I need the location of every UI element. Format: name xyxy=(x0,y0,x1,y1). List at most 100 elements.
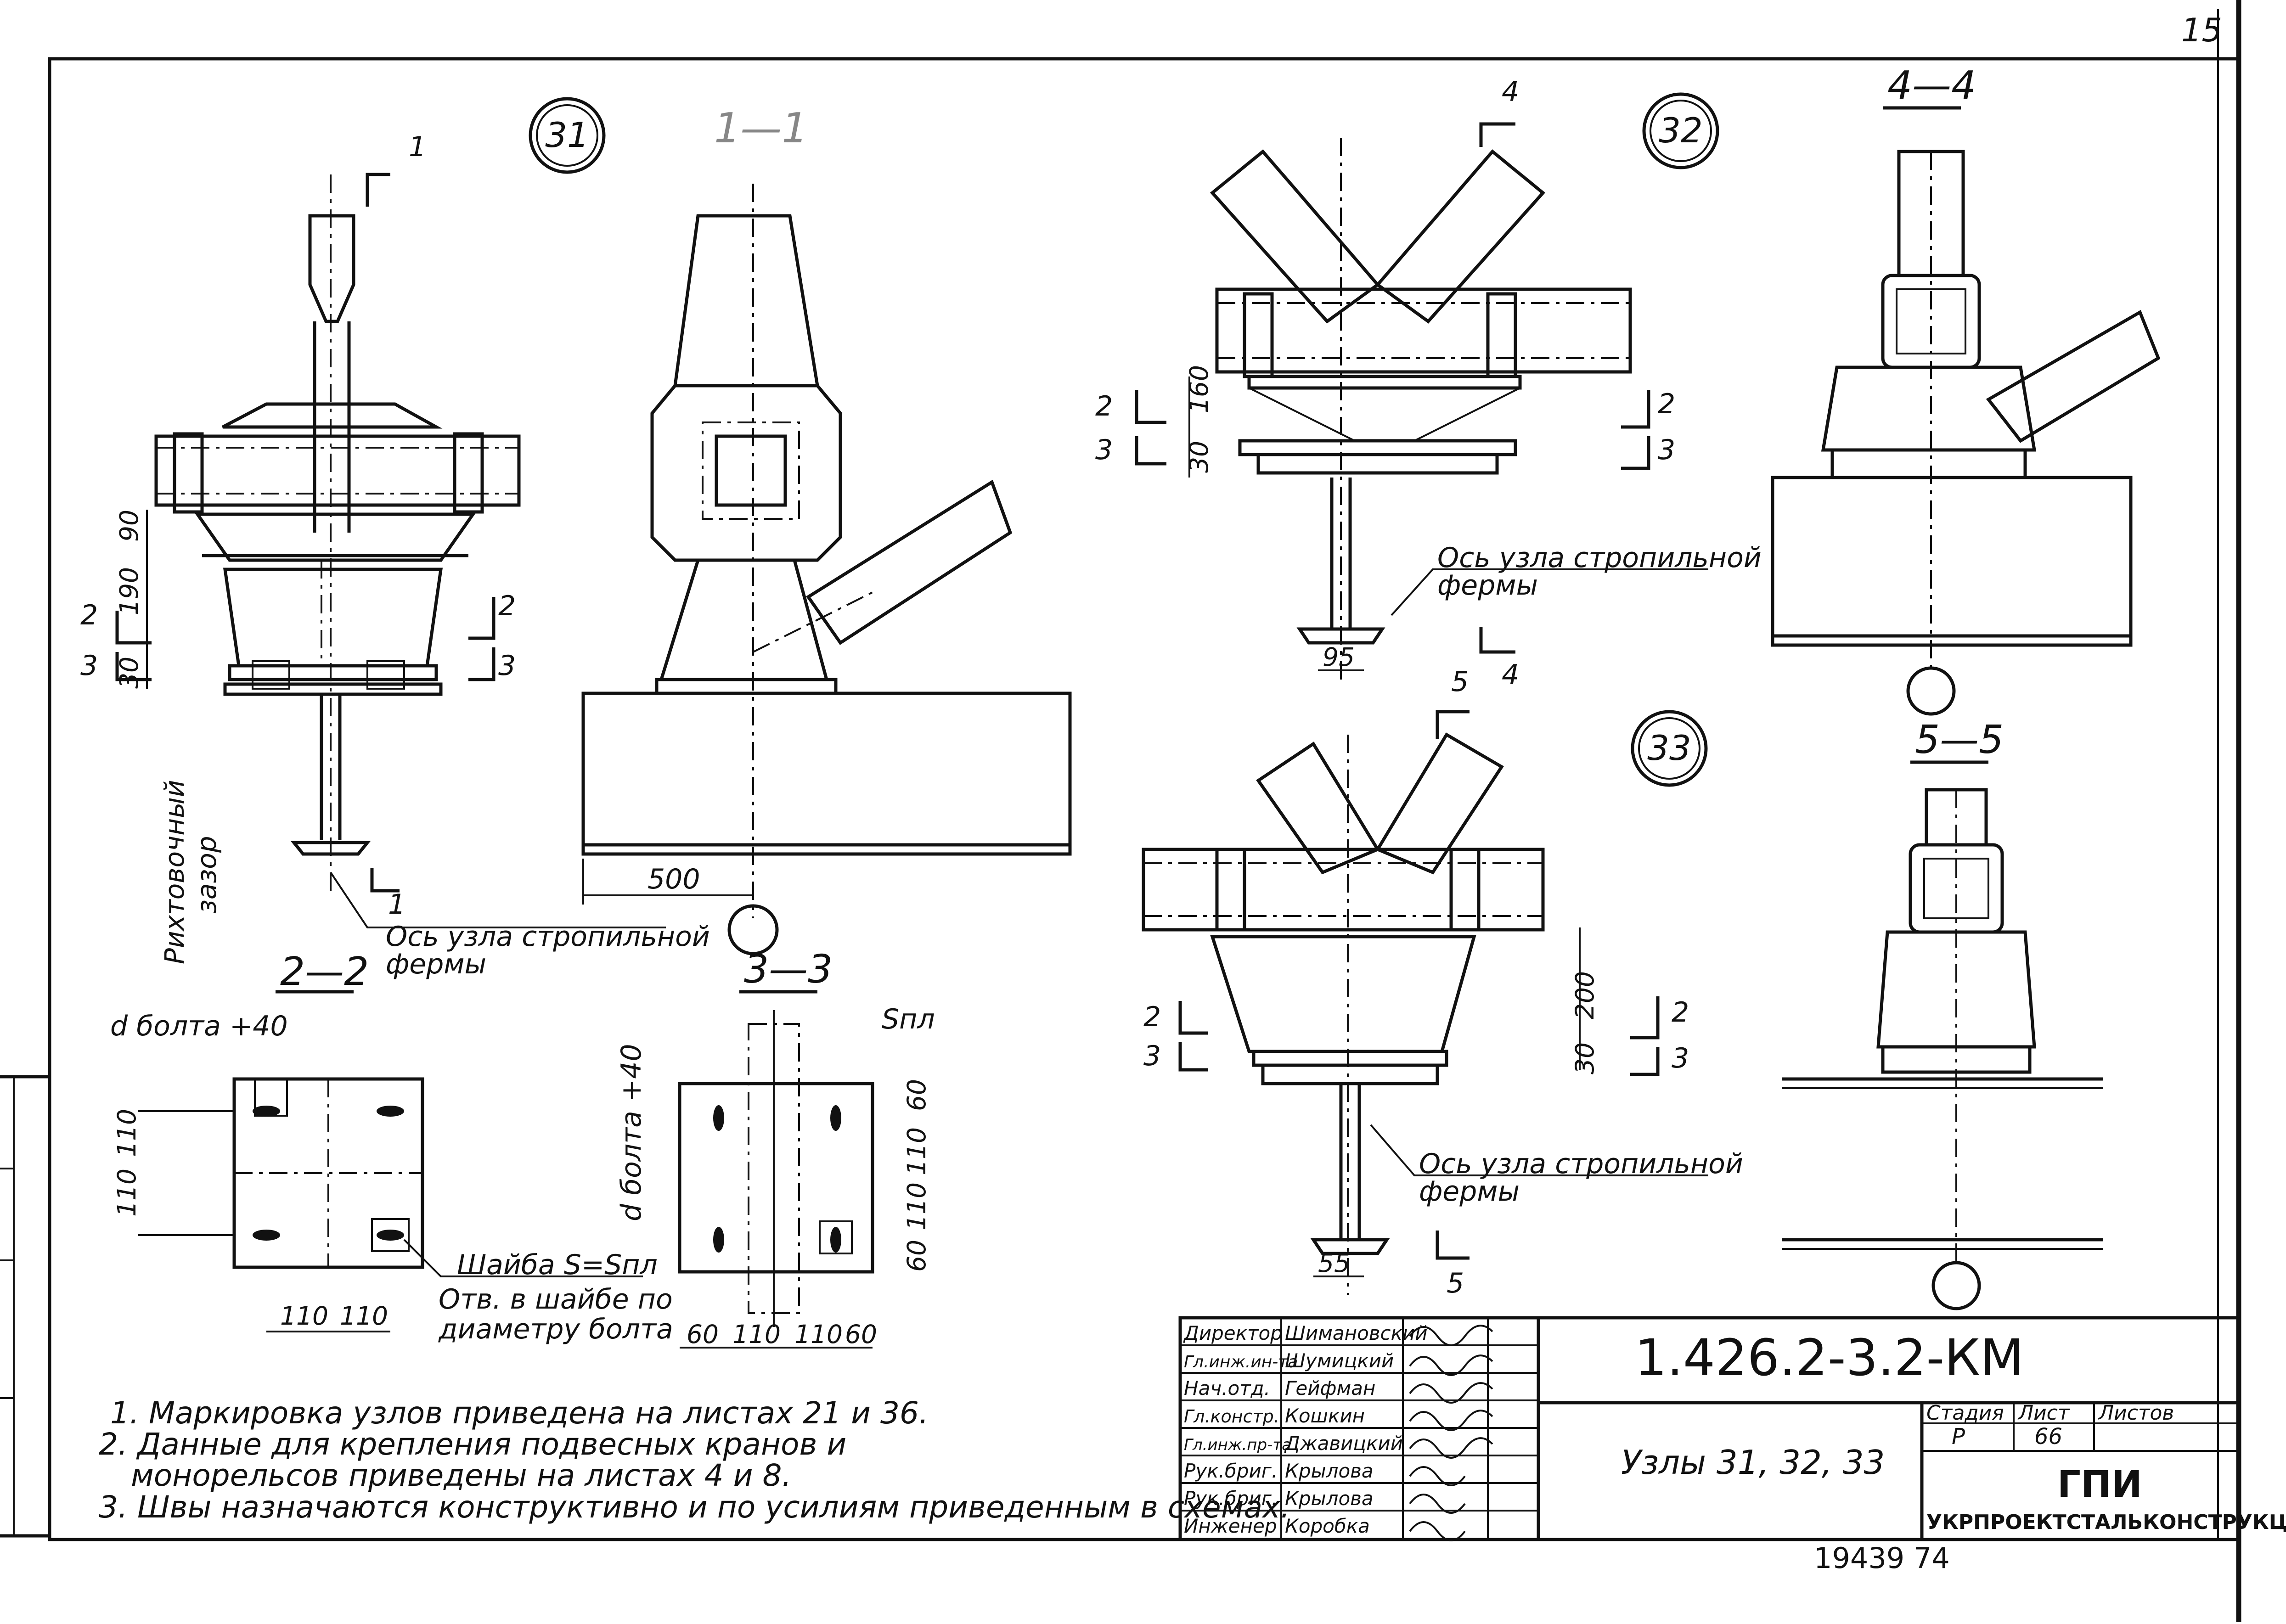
cut-mark-5-top: 5 xyxy=(1451,666,1469,698)
node-31-elevation: 1 1 90 190 30 2 3 2 3 Рихтовочный зазор … xyxy=(80,131,710,980)
cut-mark-3-right: 3 xyxy=(498,650,516,682)
section-2-2-label: 2—2 xyxy=(280,949,369,995)
axis-note-32-line1: Ось узла стропильной xyxy=(1437,542,1762,574)
dim-110-33-d: 110 xyxy=(794,1320,843,1349)
section-4-4-label: 4—4 xyxy=(1887,63,1976,108)
cut-mark-2-right: 2 xyxy=(498,590,516,622)
stamp-role-2: Гл.инж.ин-та xyxy=(1184,1353,1298,1371)
stamp-role-8: Инженер xyxy=(1184,1515,1277,1537)
node-31-marker: 31 xyxy=(529,97,606,174)
node-31-side-view: 500 xyxy=(581,184,1072,955)
washer-label-line1: Шайба S=Sпл xyxy=(457,1249,658,1281)
dim-200: 200 xyxy=(1570,971,1599,1019)
cut-mark-1-top: 1 xyxy=(409,131,426,163)
plate-label: Sпл xyxy=(882,1003,935,1035)
stamp-role-6: Рук.бриг. xyxy=(1184,1460,1278,1482)
axis-note-31-line2: фермы xyxy=(386,948,486,980)
dim-60-33-a: 60 xyxy=(902,1079,931,1111)
axis-note-33-line2: фермы xyxy=(1419,1175,1520,1208)
notes: 1. Маркировка узлов приведена на листах … xyxy=(99,1395,1290,1525)
signature-marks xyxy=(1409,1325,1493,1541)
stamp-col-sheet: Лист xyxy=(2017,1401,2070,1425)
stamp-role-7: Рук.бриг. xyxy=(1184,1487,1278,1510)
stamp-name-2: Шумицкий xyxy=(1285,1349,1394,1372)
section-4-4: 4—4 xyxy=(1771,63,2161,716)
doc-number: 1.426.2-3.2-КМ xyxy=(1635,1328,2024,1387)
stamp-col-sheets: Листов xyxy=(2098,1401,2174,1425)
cut-mark-1-bottom: 1 xyxy=(388,888,405,921)
stamp-name-8: Коробка xyxy=(1285,1515,1370,1537)
gap-label-line1: Рихтовочный xyxy=(159,780,190,964)
stamp-role-1: Директор xyxy=(1183,1322,1283,1344)
dim-90: 90 xyxy=(114,510,144,542)
axis-note-33-line1: Ось узла стропильной xyxy=(1419,1148,1743,1180)
node-32: 32 4 4 160 30 2 3 2 3 95 Ось узла стропи xyxy=(1095,76,1762,691)
cut-mark-3-33-left: 3 xyxy=(1143,1040,1161,1072)
dim-190: 190 xyxy=(114,567,144,615)
dim-30-33: 30 xyxy=(1570,1042,1599,1074)
cut-mark-2-33-right: 2 xyxy=(1672,996,1689,1028)
dim-30: 30 xyxy=(114,657,144,689)
section-5-5: 5—5 xyxy=(1782,717,2103,1310)
org-short: ГПИ xyxy=(2057,1463,2142,1506)
stamp-name-7: Крылова xyxy=(1285,1487,1374,1510)
section-2-2: 2—2 d болта +40 110 110 110 110 Шайба S=… xyxy=(110,949,673,1345)
corner-page-number: 15 xyxy=(2181,11,2222,49)
stamp-role-4: Гл.констр. xyxy=(1184,1406,1279,1427)
dim-60-33-c: 60 xyxy=(687,1320,719,1349)
dim-60-33-d: 60 xyxy=(845,1320,877,1349)
cut-mark-4-bottom: 4 xyxy=(1502,659,1519,691)
washer-label-line2: Отв. в шайбе по xyxy=(439,1283,673,1315)
dim-60-33-b: 60 xyxy=(902,1240,931,1272)
dim-55: 55 xyxy=(1318,1248,1350,1278)
cut-mark-2-32-right: 2 xyxy=(1658,388,1675,420)
section-5-5-label: 5—5 xyxy=(1915,717,2004,763)
cut-mark-3-33-right: 3 xyxy=(1672,1042,1689,1074)
axis-note-31-line1: Ось узла стропильной xyxy=(386,921,710,953)
note-3: 3. Швы назначаются конструктивно и по ус… xyxy=(99,1489,1290,1525)
node-32-label: 32 xyxy=(1659,110,1702,151)
node-33: 33 5 5 200 30 2 3 2 3 55 Ось узла стропи… xyxy=(1142,666,1743,1299)
cut-mark-2-33-left: 2 xyxy=(1143,1001,1161,1033)
node-31-label: 31 xyxy=(545,115,589,155)
title-block: Директор Шимановский Гл.инж.ин-та Шумицк… xyxy=(1178,1316,2286,1575)
dim-500: 500 xyxy=(648,863,700,895)
drawing-title: Узлы 31, 32, 33 xyxy=(1621,1443,1885,1482)
org-full: УКРПРОЕКТСТАЛЬКОНСТРУКЦИЯ xyxy=(1926,1511,2286,1534)
washer-label-line3: диаметру болта xyxy=(438,1313,673,1345)
stamp-name-1: Шимановский xyxy=(1285,1322,1428,1344)
dim-110-22-a: 110 xyxy=(112,1109,141,1157)
cut-mark-2-32-left: 2 xyxy=(1095,390,1113,422)
stamp-name-4: Кошкин xyxy=(1285,1405,1365,1427)
stamp-role-5: Гл.инж.пр-та xyxy=(1184,1436,1291,1454)
cut-mark-3-left: 3 xyxy=(80,650,98,682)
bolt-d40-label-33: d болта +40 xyxy=(615,1044,648,1221)
section-3-3-label: 3—3 xyxy=(744,947,833,992)
dim-110-33-a: 110 xyxy=(902,1127,931,1175)
cut-mark-5-bottom: 5 xyxy=(1447,1267,1464,1299)
stamp-role-3: Нач.отд. xyxy=(1184,1377,1270,1399)
section-3-3: 3—3 Sпл d болта +40 60 110 110 60 60 110… xyxy=(615,947,935,1349)
note-1: 1. Маркировка узлов приведена на листах … xyxy=(110,1395,929,1431)
cut-mark-2-left: 2 xyxy=(80,599,98,631)
dim-110-22-b: 110 xyxy=(112,1169,141,1217)
axis-note-32-line2: фермы xyxy=(1437,569,1538,601)
stamp-sheet-value: 66 xyxy=(2034,1424,2062,1450)
note-2b: монорельсов приведены на листах 4 и 8. xyxy=(131,1458,791,1493)
node-33-label: 33 xyxy=(1647,728,1691,768)
dim-110-33-c: 110 xyxy=(732,1320,781,1349)
section-1-1-label: 1—1 xyxy=(714,104,808,152)
dim-110-22-c: 110 xyxy=(280,1301,328,1331)
bolt-d40-label-22: d болта +40 xyxy=(110,1010,288,1042)
bottom-number: 19439 74 xyxy=(1814,1541,1950,1575)
gap-label-line2: зазор xyxy=(191,836,222,914)
dim-110-22-d: 110 xyxy=(340,1301,388,1331)
stamp-name-6: Крылова xyxy=(1285,1460,1374,1482)
cut-mark-3-32-right: 3 xyxy=(1658,434,1675,466)
dim-110-33-b: 110 xyxy=(902,1182,931,1231)
note-2: 2. Данные для крепления подвесных кранов… xyxy=(99,1427,846,1462)
dim-95: 95 xyxy=(1323,642,1355,672)
stamp-name-5: Джавицкий xyxy=(1284,1432,1403,1455)
stamp-stage-value: Р xyxy=(1952,1424,1965,1450)
